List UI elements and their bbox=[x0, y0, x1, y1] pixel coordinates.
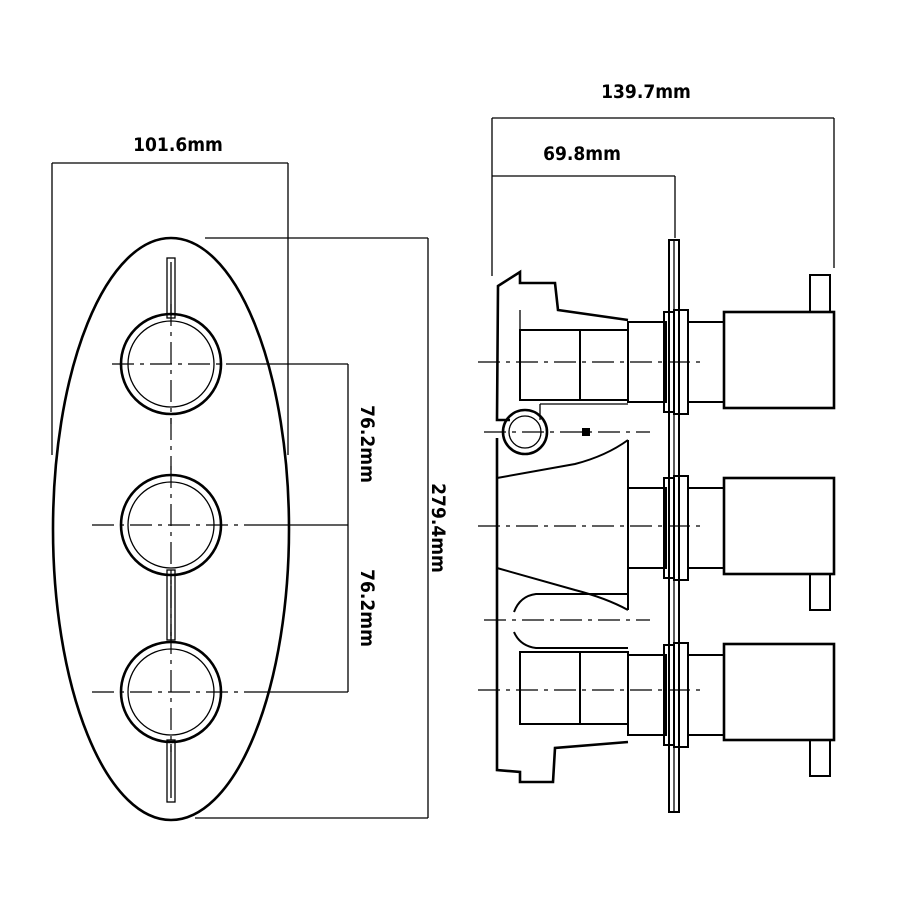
overall-depth-dimension: 139.7mm bbox=[491, 81, 835, 276]
top-knob bbox=[112, 304, 232, 424]
bottom-spindle bbox=[627, 642, 725, 748]
side-view: 139.7mm 69.8mm bbox=[478, 81, 836, 813]
oval-faceplate bbox=[51, 236, 291, 822]
upper-spacing-label: 76.2mm bbox=[356, 405, 378, 483]
body-depth-dimension: 69.8mm bbox=[492, 143, 676, 238]
bottom-knob bbox=[92, 632, 252, 752]
height-label: 279.4mm bbox=[427, 483, 449, 573]
valve-body bbox=[495, 269, 629, 784]
width-label: 101.6mm bbox=[133, 134, 223, 156]
top-handle bbox=[722, 274, 836, 410]
middle-knob bbox=[92, 466, 252, 584]
body-depth-label: 69.8mm bbox=[543, 143, 621, 165]
lower-spacing-label: 76.2mm bbox=[356, 569, 378, 647]
spacing-dimensions: 76.2mm 76.2mm bbox=[232, 363, 378, 693]
middle-spindle bbox=[627, 475, 725, 581]
bottom-handle bbox=[722, 642, 836, 777]
side-centre-lines bbox=[478, 361, 700, 691]
width-dimension: 101.6mm bbox=[51, 134, 289, 455]
height-dimension: 279.4mm bbox=[195, 237, 449, 819]
middle-handle bbox=[722, 476, 836, 611]
overall-depth-label: 139.7mm bbox=[601, 81, 691, 103]
front-view: 101.6mm 279.4mm 76.2mm 76.2mm bbox=[51, 134, 449, 822]
